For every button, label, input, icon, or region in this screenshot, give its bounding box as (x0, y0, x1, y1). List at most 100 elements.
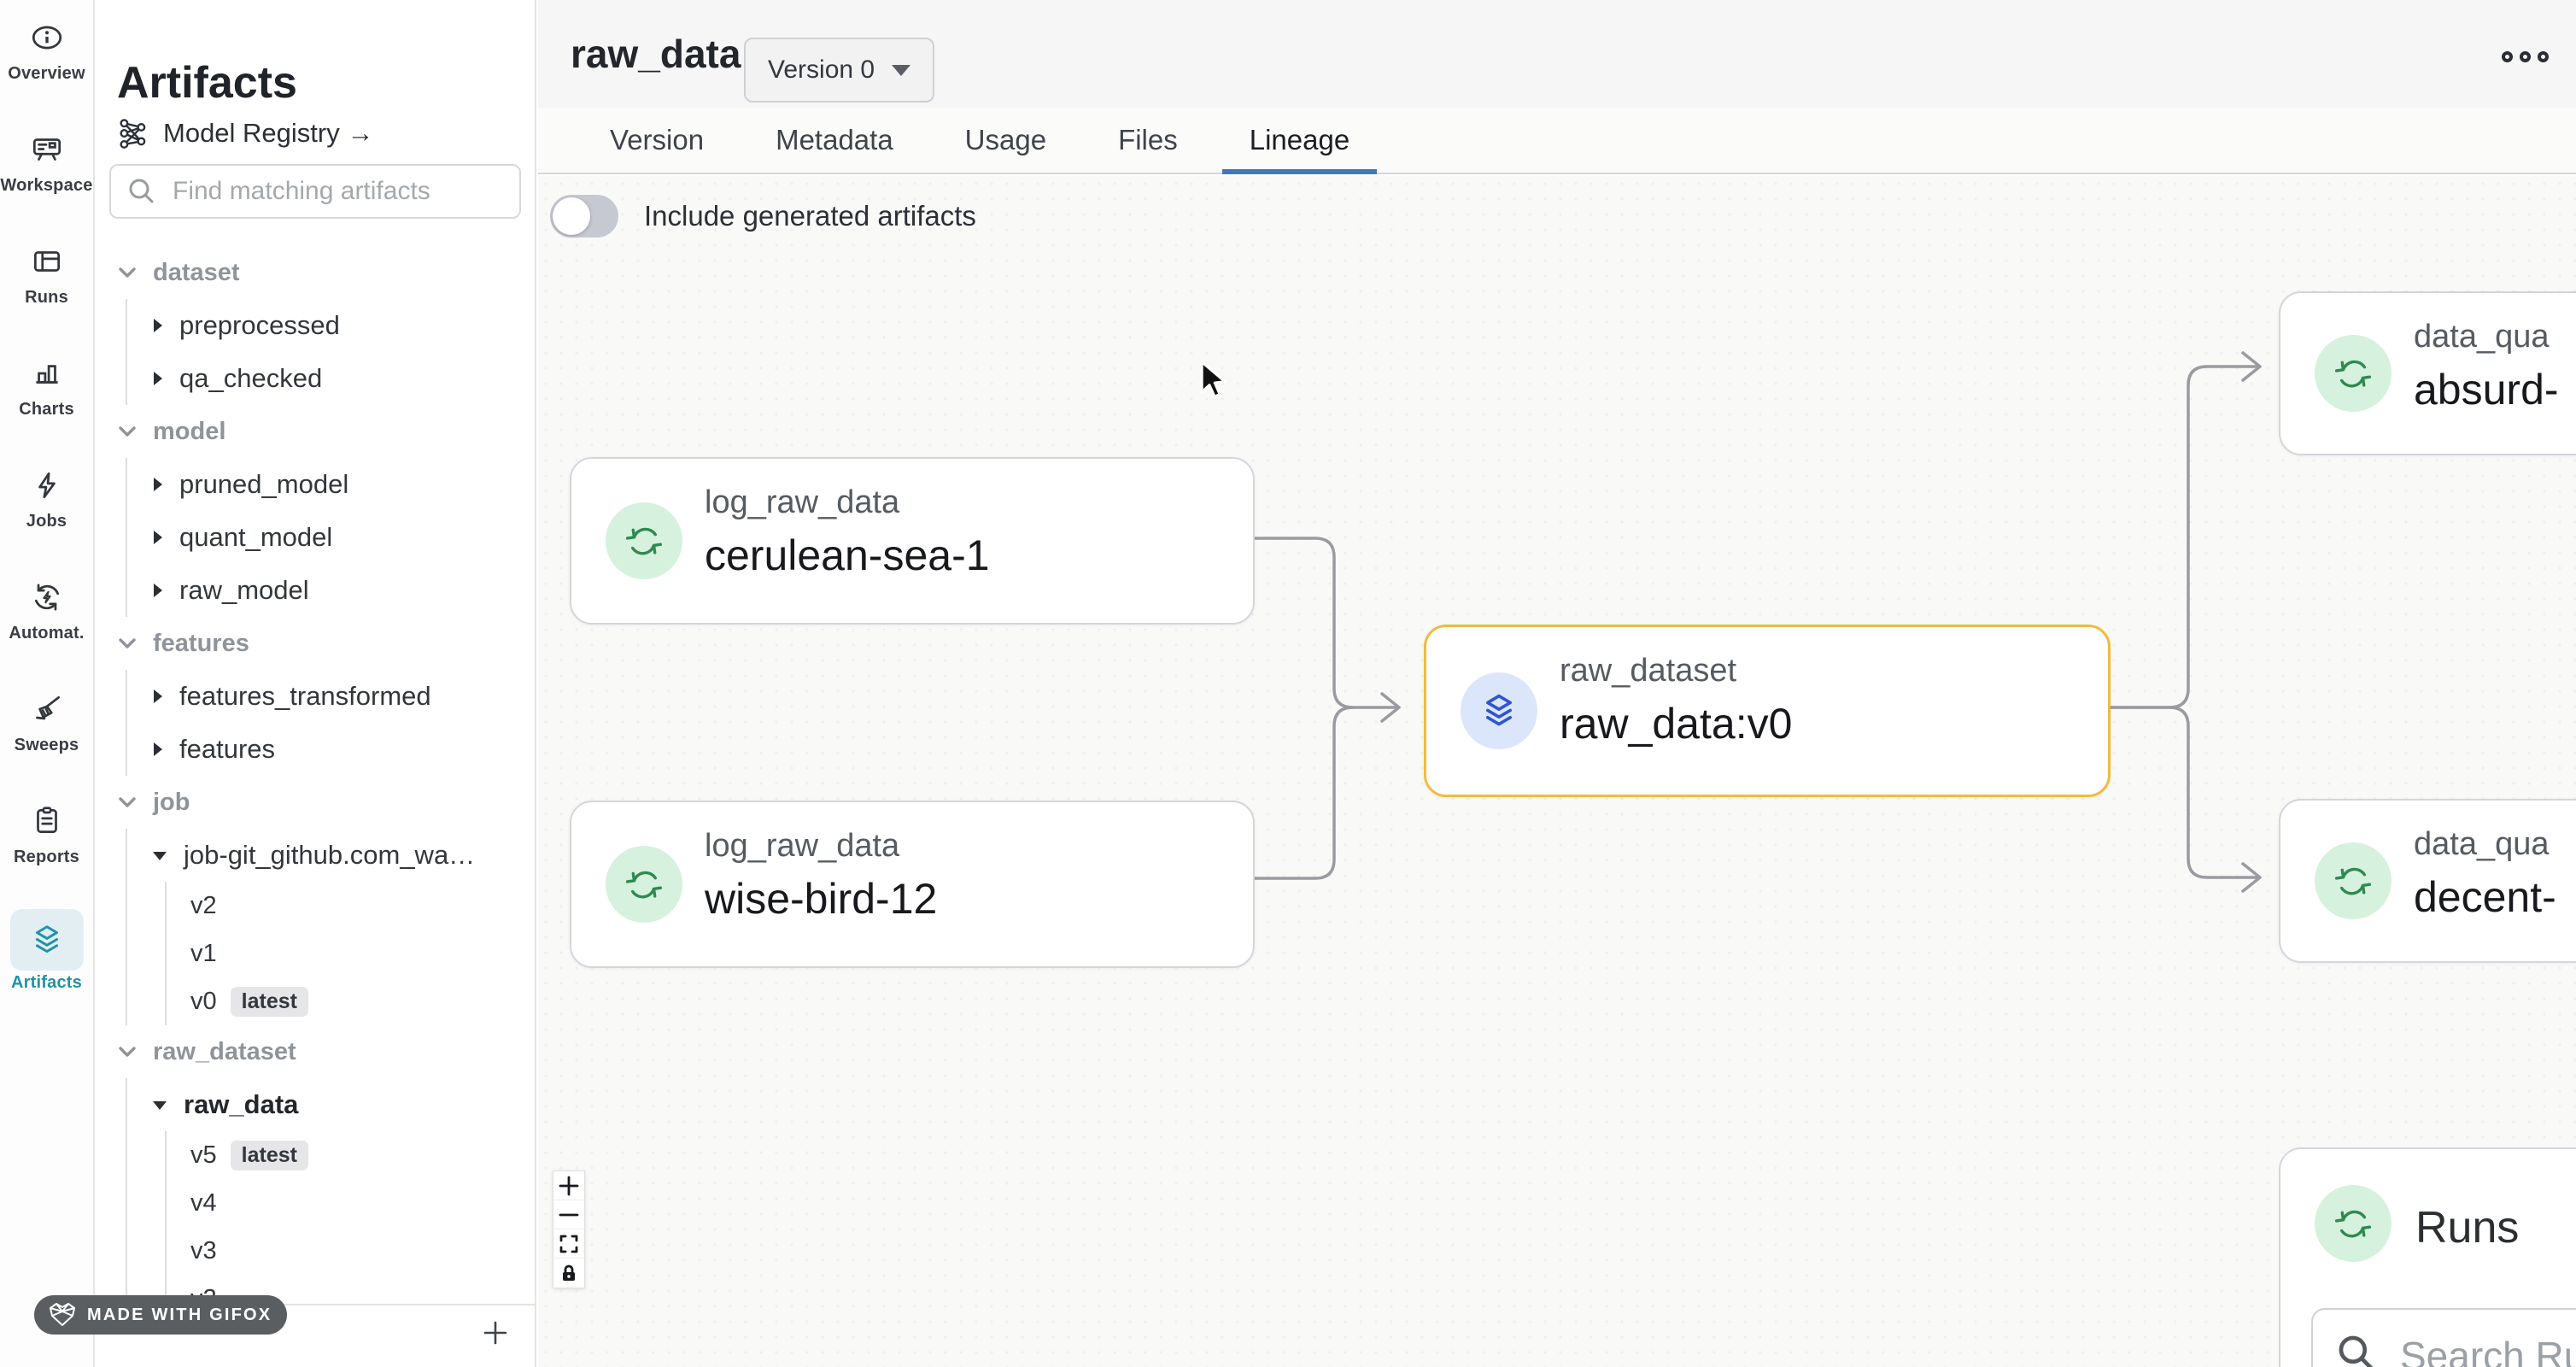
latest-badge: latest (230, 1140, 308, 1170)
rail-item-runs[interactable]: Runs (0, 238, 93, 349)
lineage-node-raw-data-v0[interactable]: raw_dataset raw_data:v0 (1424, 625, 2111, 797)
more-menu-button[interactable] (2502, 51, 2549, 62)
dataset-layers-icon (1461, 672, 1537, 749)
runs-search-input[interactable] (2398, 1332, 2576, 1367)
tree-group-features[interactable]: features (117, 617, 531, 670)
tab-metadata[interactable]: Metadata (776, 124, 893, 155)
search-icon (2335, 1332, 2378, 1367)
tree-item-quant-model[interactable]: quant_model (151, 511, 531, 564)
rail-label: Sweeps (14, 736, 79, 754)
lineage-edges (1250, 351, 2262, 893)
tree-item-label: raw_data (184, 1089, 299, 1119)
rail-label: Runs (25, 288, 68, 307)
lineage-node-wise-bird-12[interactable]: log_raw_data wise-bird-12 (570, 801, 1255, 968)
version-dropdown-button[interactable]: Version 0 (744, 38, 935, 103)
chevron-down-icon (117, 795, 138, 809)
tree-item-features-transformed[interactable]: features_transformed (151, 670, 531, 723)
artifact-search-box[interactable] (109, 164, 521, 219)
version-label: v5 (190, 1141, 217, 1169)
tree-version-v0[interactable]: v0 latest (190, 977, 531, 1025)
tree-version-v5[interactable]: v5 latest (190, 1131, 531, 1179)
node-title: cerulean-sea-1 (705, 531, 990, 579)
lineage-node-decent[interactable]: data_qua decent- (2279, 799, 2576, 963)
lineage-node-absurd[interactable]: data_qua absurd- (2279, 291, 2576, 455)
artifacts-sidebar: Artifacts Model Registry → dataset (97, 0, 536, 1367)
triangle-right-icon (151, 370, 164, 387)
tree-item-features[interactable]: features (151, 723, 531, 776)
sidebar-footer-divider (97, 1304, 535, 1305)
tree-version-v2[interactable]: v2 (190, 882, 531, 930)
tree-item-preprocessed[interactable]: preprocessed (151, 299, 531, 352)
version-label: v0 (190, 987, 217, 1015)
tree-version-v1[interactable]: v1 (190, 930, 531, 977)
tree-item-raw-data[interactable]: raw_data (151, 1078, 531, 1131)
search-input[interactable] (171, 176, 504, 207)
rail-item-workspace[interactable]: Workspace (0, 126, 93, 238)
version-label: v2 (190, 891, 217, 919)
fit-view-button[interactable] (553, 1229, 584, 1258)
tab-lineage[interactable]: Lineage (1221, 108, 1378, 174)
include-generated-toggle[interactable] (550, 195, 618, 238)
tree-group-model[interactable]: model (117, 405, 531, 458)
rail-item-sweeps[interactable]: Sweeps (0, 685, 93, 797)
workspace-icon (29, 132, 65, 167)
rail-label: Charts (19, 400, 74, 419)
tree-group-dataset[interactable]: dataset (117, 246, 531, 299)
tree-item-job-git[interactable]: job-git_github.com_wa… (151, 829, 531, 882)
rail-item-automations[interactable]: Automat. (0, 573, 93, 685)
artifact-header: raw_data Version 0 (538, 0, 2576, 108)
lock-button[interactable] (553, 1258, 584, 1288)
rail-item-overview[interactable]: Overview (0, 14, 93, 126)
artifact-tabs: Version Metadata Usage Files Lineage (538, 108, 2576, 174)
tab-files[interactable]: Files (1118, 124, 1178, 155)
tree-group-job[interactable]: job (117, 776, 531, 829)
chevron-down-icon (117, 1045, 138, 1059)
tree-group-raw-dataset[interactable]: raw_dataset (117, 1025, 531, 1078)
info-icon (29, 20, 65, 56)
version-label: v1 (190, 939, 217, 967)
bar-chart-icon (29, 355, 65, 391)
rail-label: Automat. (9, 624, 85, 642)
tree-item-pruned-model[interactable]: pruned_model (151, 458, 531, 511)
zoom-out-button[interactable] (553, 1200, 584, 1229)
lineage-node-cerulean-sea-1[interactable]: log_raw_data cerulean-sea-1 (570, 457, 1255, 625)
toggle-label: Include generated artifacts (644, 200, 976, 232)
tree-item-label: features_transformed (179, 681, 431, 711)
model-registry-link[interactable]: Model Registry → (117, 116, 373, 150)
rail-item-artifacts[interactable]: Artifacts (0, 909, 93, 1021)
tree-group-label: raw_dataset (153, 1037, 296, 1065)
search-icon (126, 176, 157, 207)
tree-item-raw-model[interactable]: raw_model (151, 564, 531, 617)
zoom-in-button[interactable] (553, 1171, 584, 1200)
automations-icon (29, 579, 65, 615)
clipboard-icon (29, 803, 65, 839)
tree-group-label: dataset (153, 258, 240, 286)
run-cycle-icon (606, 846, 682, 923)
runs-search-box[interactable] (2311, 1308, 2576, 1367)
add-artifact-button[interactable] (482, 1319, 509, 1346)
runs-panel[interactable]: Runs (2279, 1147, 2576, 1367)
node-caption: log_raw_data (705, 828, 900, 864)
triangle-right-icon (151, 529, 164, 546)
chevron-down-icon (117, 637, 138, 650)
tree-version-v3[interactable]: v3 (190, 1227, 531, 1275)
page-title: raw_data (571, 32, 741, 76)
triangle-right-icon (151, 317, 164, 334)
run-cycle-icon (606, 502, 682, 579)
artifact-tree: dataset preprocessed qa_checked model (117, 246, 531, 1304)
tree-group-label: job (153, 788, 190, 816)
tab-usage[interactable]: Usage (964, 124, 1047, 155)
rail-item-charts[interactable]: Charts (0, 349, 93, 461)
gifox-badge: MADE WITH GIFOX (34, 1295, 288, 1335)
tree-version-v4[interactable]: v4 (190, 1179, 531, 1227)
rail-item-reports[interactable]: Reports (0, 797, 93, 909)
lineage-canvas[interactable]: Include generated artifacts log (538, 176, 2576, 1367)
rail-item-jobs[interactable]: Jobs (0, 461, 93, 573)
sidebar-title: Artifacts (117, 57, 297, 108)
tree-item-qa-checked[interactable]: qa_checked (151, 352, 531, 405)
tree-item-label: features (179, 734, 276, 764)
nav-rail: Overview Workspace Runs Charts (0, 0, 95, 1367)
version-label: v4 (190, 1188, 217, 1217)
tab-version[interactable]: Version (610, 124, 705, 155)
tree-item-label: raw_model (179, 575, 309, 605)
